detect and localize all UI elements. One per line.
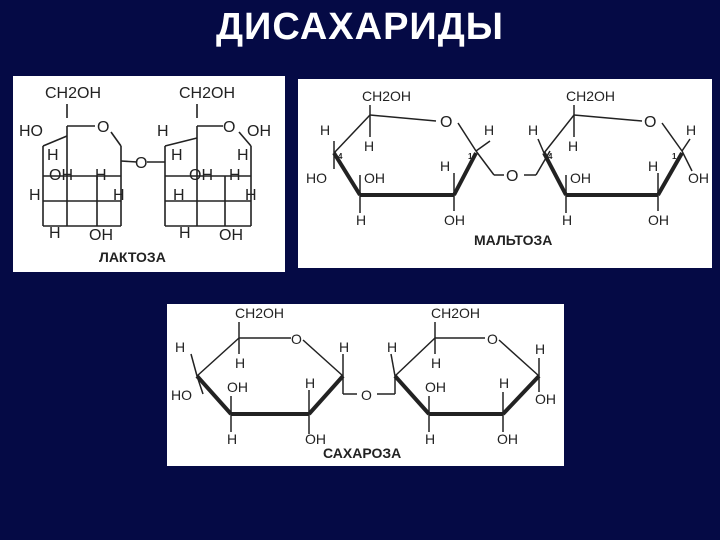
maltose-ring2-oh: OH [570,170,591,186]
sucrose-ring2-h-right: H [535,341,545,357]
sucrose-structure: CH2OH H H O H HO OH H H OH O CH2OH H H O… [171,305,556,447]
lactose-ring1-o: O [97,119,109,136]
lactose-ring2-h4: H [173,187,185,204]
sucrose-bridge-o: O [361,387,372,403]
sucrose-label: САХАРОЗА [323,445,402,461]
lactose-ring2-h3: H [229,167,241,184]
maltose-ring2-ch2oh: CH2OH [566,88,615,104]
lactose-ring2-ch2oh: CH2OH [179,85,235,102]
maltose-ring2-h-left: H [528,122,538,138]
sucrose-ring2-oh-right: OH [535,391,556,407]
lactose-ring2-h6: H [179,225,191,242]
maltose-ring2-oh-right: OH [688,170,709,186]
sucrose-ring2-h-top: H [431,355,441,371]
maltose-ring1-h-right: H [484,122,494,138]
lactose-ring1-ho: HO [19,123,43,140]
maltose-bridge-o: O [506,168,518,185]
sucrose-ring1-h-left: H [175,339,185,355]
lactose-ring1-h5: H [49,225,61,242]
maltose-ring1-ho: HO [306,170,327,186]
maltose-ring2-num4: 4 [548,152,553,161]
maltose-structure: CH2OH H H O H HO OH H H OH 4 1 O CH2OH H… [306,88,709,228]
lactose-ring2-oh: OH [189,167,213,184]
sucrose-ring1-oh-bottom: OH [305,431,326,447]
maltose-ring2-num1: 1 [672,152,677,161]
lactose-label: ЛАКТОЗА [99,249,166,265]
maltose-ring1-h-top: H [364,138,374,154]
page-title: ДИСАХАРИДЫ [215,6,505,48]
sucrose-ring2-oh: OH [425,379,446,395]
sucrose-panel: CH2OH H H O H HO OH H H OH O CH2OH H H O… [167,304,564,466]
sucrose-ring1-h-mid: H [305,375,315,391]
sucrose-ring2-ch2oh: CH2OH [431,305,480,321]
sucrose-ring2-o: O [487,331,498,347]
maltose-ring2-h-bottom: H [562,212,572,228]
lactose-ring1-h2: H [95,167,107,184]
sucrose-ring1-h-bottom: H [227,431,237,447]
sucrose-ring2-h-bottom: H [425,431,435,447]
maltose-ring2-o: O [644,114,656,131]
lactose-ring2-oh2: OH [219,227,243,244]
sucrose-ring1-ho: HO [171,387,192,403]
sucrose-ring1-h-right: H [339,339,349,355]
lactose-ring1-h3: H [29,187,41,204]
lactose-bridge-o: O [135,155,147,172]
maltose-ring1-o: O [440,114,452,131]
sucrose-ring1-h-top: H [235,355,245,371]
maltose-ring2-h-right: H [686,122,696,138]
maltose-ring1-h-mid: H [440,158,450,174]
lactose-structure: CH2OH HO O H OH H H H H OH O CH2OH H O O… [19,85,271,244]
sucrose-ring1-ch2oh: CH2OH [235,305,284,321]
lactose-ring2-h5: H [245,187,257,204]
maltose-ring1-h-left: H [320,122,330,138]
sucrose-ring2-h-left: H [387,339,397,355]
maltose-ring2-oh-bottom: OH [648,212,669,228]
maltose-panel: CH2OH H H O H HO OH H H OH 4 1 O CH2OH H… [298,79,712,268]
maltose-ring2-h-top: H [568,138,578,154]
lactose-ring2-o: O [223,119,235,136]
lactose-ring1-ch2oh: CH2OH [45,85,101,102]
maltose-ring1-h-bottom: H [356,212,366,228]
sucrose-ring1-oh: OH [227,379,248,395]
sucrose-ring2-oh-bottom: OH [497,431,518,447]
sucrose-ring1-o: O [291,331,302,347]
lactose-ring1-oh2: OH [89,227,113,244]
maltose-ring1-ch2oh: CH2OH [362,88,411,104]
maltose-ring2-h-mid: H [648,158,658,174]
sucrose-ring2-h-mid: H [499,375,509,391]
lactose-ring2-h2: H [237,147,249,164]
maltose-ring1-oh: OH [364,170,385,186]
lactose-ring2-oh0: OH [247,123,271,140]
maltose-ring1-oh-bottom: OH [444,212,465,228]
maltose-ring1-num1: 1 [468,152,473,161]
maltose-ring1-num4: 4 [338,152,343,161]
maltose-label: МАЛЬТОЗА [474,232,553,248]
lactose-ring1-h1: H [47,147,59,164]
lactose-ring1-oh: OH [49,167,73,184]
lactose-ring2-h1: H [171,147,183,164]
lactose-ring1-h4: H [113,187,125,204]
lactose-ring2-h0: H [157,123,169,140]
lactose-panel: CH2OH HO O H OH H H H H OH O CH2OH H O O… [13,76,285,272]
